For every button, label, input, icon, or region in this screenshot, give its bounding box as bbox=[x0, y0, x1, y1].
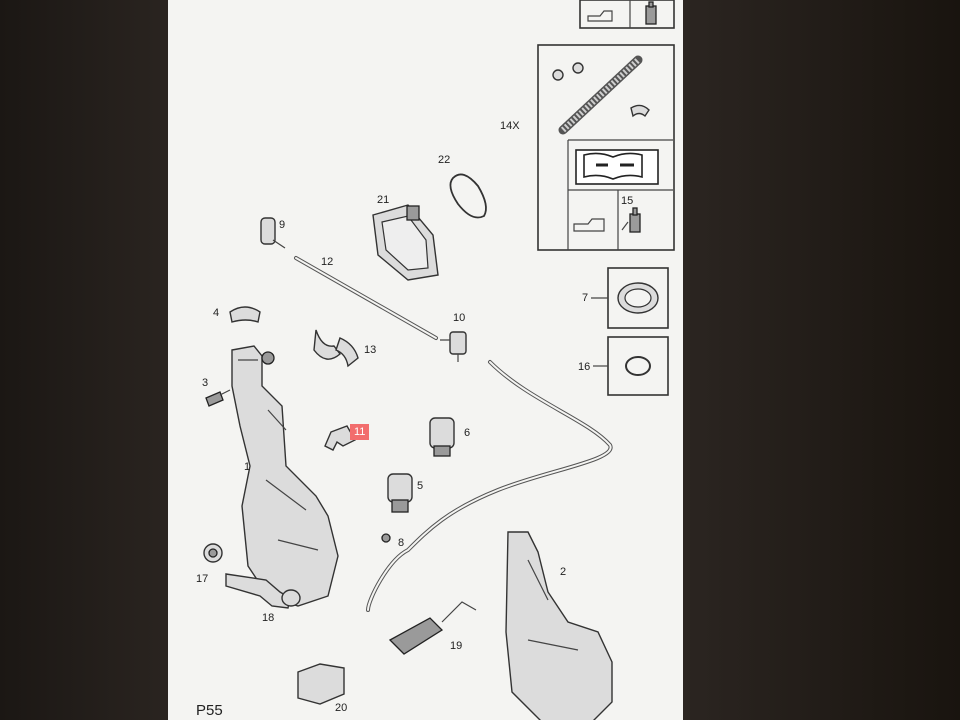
callout-14x: 14X bbox=[500, 120, 520, 132]
spray-bottle-icon bbox=[621, 207, 641, 233]
monitor-bezel-right bbox=[683, 0, 960, 720]
callout-17: 17 bbox=[196, 573, 209, 585]
callout-7: 7 bbox=[582, 292, 589, 304]
callout-2: 2 bbox=[560, 566, 567, 578]
grommet-part bbox=[381, 533, 391, 543]
callout-16: 16 bbox=[578, 361, 591, 373]
callout-22: 22 bbox=[438, 154, 451, 166]
washer-pump-front-part bbox=[387, 473, 413, 513]
callout-6: 6 bbox=[464, 427, 471, 439]
hose-kit-box bbox=[537, 44, 675, 251]
washer-nozzle-part bbox=[260, 217, 286, 249]
callout-11-highlighted[interactable]: 11 bbox=[350, 424, 370, 440]
hose-kit-icon bbox=[552, 55, 650, 135]
callout-12: 12 bbox=[321, 256, 334, 268]
callout-18: 18 bbox=[262, 612, 275, 624]
callout-10: 10 bbox=[453, 312, 466, 324]
hose-clip-part bbox=[313, 329, 359, 368]
clamp-box bbox=[591, 267, 669, 329]
filler-cap-part bbox=[203, 543, 223, 563]
callout-5: 5 bbox=[417, 480, 424, 492]
motor-unit-part bbox=[297, 663, 345, 705]
oil-can-icon bbox=[573, 218, 605, 232]
callout-15: 15 bbox=[621, 195, 634, 207]
callout-1: 1 bbox=[244, 461, 251, 473]
parts-diagram-sheet: 9 12 21 22 14X 15 7 16 4 10 13 3 11 6 1 … bbox=[168, 0, 683, 720]
callout-4: 4 bbox=[213, 307, 220, 319]
callout-13: 13 bbox=[364, 344, 377, 356]
screw-part bbox=[205, 389, 231, 407]
washer-pump-rear-part bbox=[429, 417, 455, 457]
manual-book-icon bbox=[575, 149, 659, 185]
spray-bottle-icon bbox=[645, 1, 657, 25]
washer-reservoir-part bbox=[231, 345, 339, 607]
callout-8: 8 bbox=[398, 537, 405, 549]
mounting-clip-part bbox=[229, 306, 261, 323]
callout-9: 9 bbox=[279, 219, 286, 231]
seal-ring-box bbox=[593, 336, 669, 396]
parts-diagram bbox=[203, 0, 675, 720]
callout-21: 21 bbox=[377, 194, 390, 206]
monitor-bezel-left bbox=[0, 0, 168, 720]
callout-20: 20 bbox=[335, 702, 348, 714]
reservoir-cap-part bbox=[372, 204, 439, 281]
gasket-part bbox=[449, 173, 487, 219]
alternate-reservoir-part bbox=[505, 531, 613, 720]
elbow-connector-part bbox=[324, 425, 356, 451]
top-service-box bbox=[579, 0, 675, 29]
t-connector-part bbox=[440, 331, 467, 362]
callout-19: 19 bbox=[450, 640, 463, 652]
callout-3: 3 bbox=[202, 377, 209, 389]
level-sensor-part bbox=[388, 601, 477, 655]
page-code: P55 bbox=[196, 702, 223, 719]
oil-can-icon bbox=[587, 10, 613, 22]
filler-neck-part bbox=[225, 573, 301, 609]
